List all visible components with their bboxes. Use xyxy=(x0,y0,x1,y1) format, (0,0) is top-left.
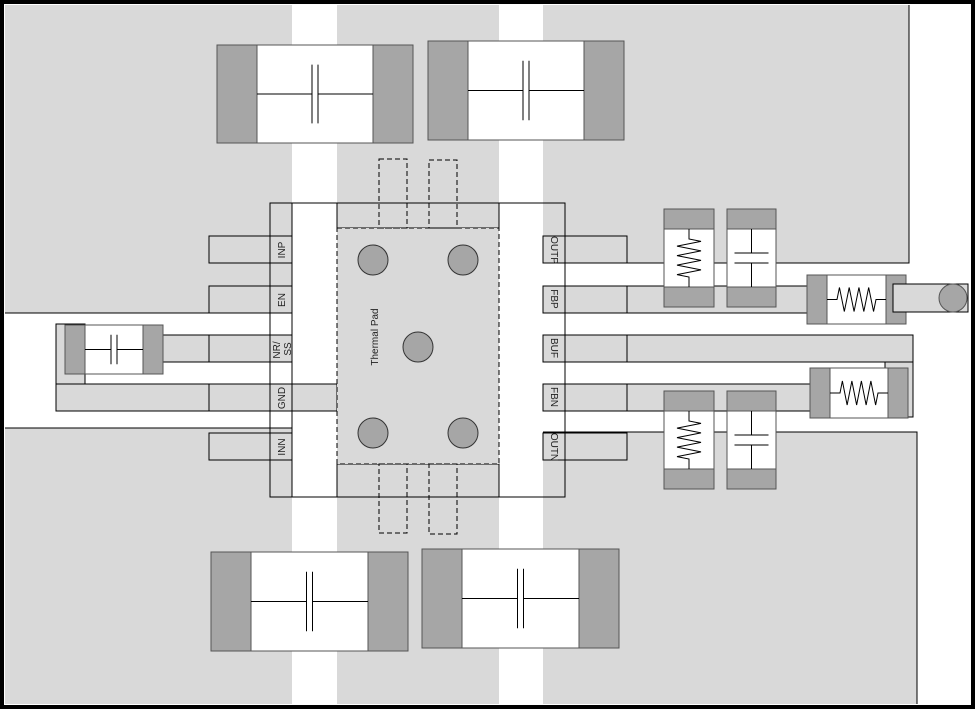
pin-label-gnd: GND xyxy=(277,387,288,409)
capacitor-pad xyxy=(142,324,164,375)
capacitor-pad xyxy=(421,548,463,649)
ic-pin-right xyxy=(542,285,628,314)
resistor-pad xyxy=(663,208,715,230)
capacitor-pad xyxy=(64,324,86,375)
via xyxy=(938,283,968,313)
capacitor-pad xyxy=(726,208,777,230)
resistor-symbol-icon xyxy=(830,380,888,406)
ic-pin-left xyxy=(208,334,293,363)
capacitor-pad xyxy=(367,551,409,652)
pin-label-inn: INN xyxy=(277,438,288,455)
trace-fbn xyxy=(626,383,811,412)
pin-label-outp: OUTP xyxy=(548,236,559,264)
capacitor-pad xyxy=(583,40,625,141)
pin-label-outn: OUTN xyxy=(548,433,559,461)
capacitor-pad xyxy=(372,44,414,144)
capacitor-pad xyxy=(726,468,777,490)
capacitor-pad xyxy=(210,551,252,652)
ic-pin-right xyxy=(542,235,628,264)
pin-label-fbn: FBN xyxy=(548,387,559,407)
thermal-via xyxy=(357,417,389,449)
resistor-pad xyxy=(809,367,831,419)
capacitor-pad xyxy=(427,40,469,141)
pin-label-ss: SS xyxy=(283,342,294,356)
thermal-pad-label: Thermal Pad xyxy=(370,308,381,365)
trace-gnd xyxy=(55,383,338,412)
thermal-via xyxy=(357,244,389,276)
ic-pin-left xyxy=(208,285,293,314)
dashed-keepout xyxy=(428,463,458,535)
pin-label-inp: INP xyxy=(277,241,288,258)
resistor-symbol-icon xyxy=(827,287,886,312)
ic-pin-left xyxy=(208,235,293,264)
pin-label-fbp: FBP xyxy=(548,289,559,309)
ic-top-strip xyxy=(336,202,500,229)
ic-pin-right xyxy=(542,383,628,412)
ic-pin-left xyxy=(208,432,293,461)
ic-pin-right xyxy=(542,334,628,363)
resistor-symbol-icon xyxy=(676,229,702,287)
thermal-via xyxy=(447,417,479,449)
pin-label-en: EN xyxy=(277,293,288,307)
pin-label-buf: BUF xyxy=(548,338,559,358)
resistor-pad xyxy=(887,367,909,419)
resistor-pad xyxy=(806,274,828,325)
trace-fbp xyxy=(626,285,809,314)
thermal-via xyxy=(402,331,434,363)
ic-bottom-strip xyxy=(336,463,500,498)
thermal-via xyxy=(447,244,479,276)
ic-pin-right xyxy=(542,432,628,461)
resistor-pad xyxy=(663,286,715,308)
resistor-symbol-icon xyxy=(676,411,702,469)
pin-label-nr: NR/ xyxy=(272,341,283,358)
capacitor-pad xyxy=(216,44,258,144)
resistor-pad xyxy=(663,390,715,412)
resistor-pad xyxy=(663,468,715,490)
capacitor-pad xyxy=(578,548,620,649)
capacitor-pad xyxy=(726,390,777,412)
capacitor-pad xyxy=(726,286,777,308)
